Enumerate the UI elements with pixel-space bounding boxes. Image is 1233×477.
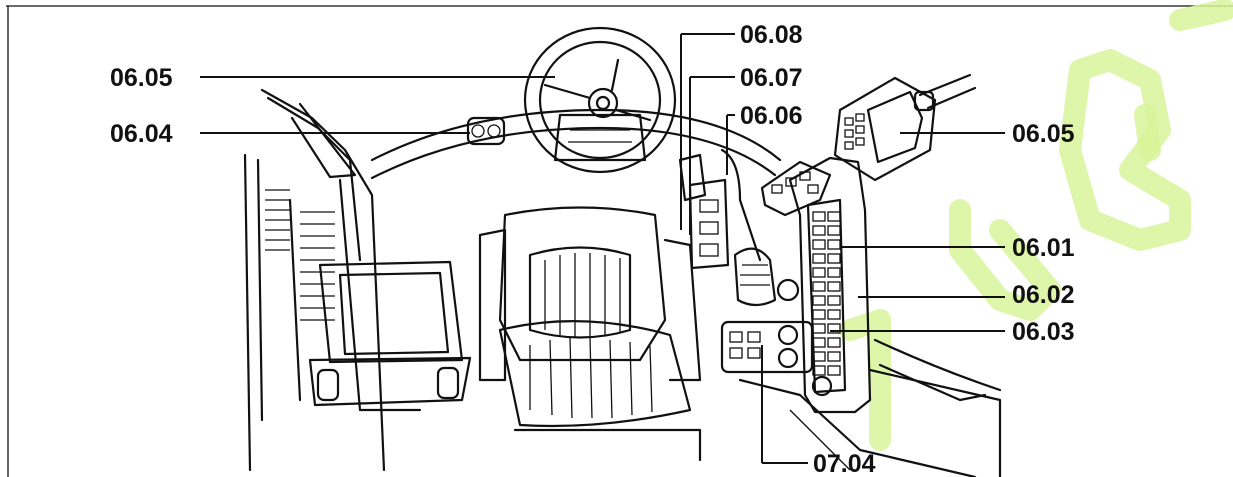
label-monitor: 06.05	[1012, 120, 1075, 148]
operator-seat	[478, 206, 702, 462]
watermark-logo	[839, 0, 1233, 451]
label-panel-mid: 06.07	[740, 64, 803, 92]
cab-left-wall	[243, 88, 422, 472]
label-overhead-switch: 06.04	[110, 120, 173, 148]
label-lower-controls: 07.04	[813, 450, 876, 477]
label-console-a: 06.01	[1012, 234, 1075, 262]
label-panel-low: 06.06	[740, 102, 803, 130]
console-button-grid	[812, 211, 841, 376]
label-steering-column: 06.05	[110, 64, 173, 92]
right-console-assembly	[678, 148, 800, 307]
callout-labels: 06.05 06.04 06.08 06.07 06.06 06.05 06.0…	[110, 21, 1075, 477]
roof-arch	[370, 108, 782, 180]
monitor-unit	[833, 73, 977, 182]
steering-wheel	[523, 26, 677, 174]
label-panel-top: 06.08	[740, 21, 803, 49]
instructor-seat	[308, 260, 472, 407]
lower-control-cluster	[720, 320, 833, 397]
label-console-c: 06.03	[1012, 318, 1075, 346]
cab-right-floor	[738, 338, 1002, 477]
leader-lines	[200, 33, 1005, 464]
label-console-b: 06.02	[1012, 281, 1075, 309]
diagram-frame	[6, 5, 1233, 477]
